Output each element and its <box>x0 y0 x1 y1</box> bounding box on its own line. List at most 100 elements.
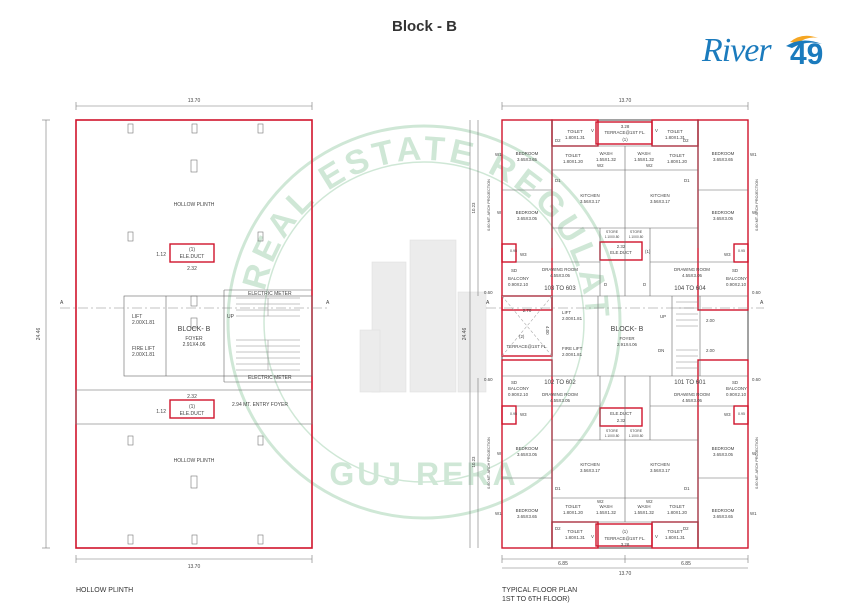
balcony-tr-size: 0.90X2.10 <box>726 282 747 287</box>
kitchen-bl-size: 3.56X3.17 <box>580 468 601 473</box>
recess-tl: 0.95 <box>510 249 517 253</box>
duct-top-lbl: ELE.DUCT <box>610 250 632 255</box>
sd-tag-2: SD <box>732 268 738 273</box>
toilet2-tl-size: 1.80X1.20 <box>563 159 584 164</box>
sd-tag-1: SD <box>511 268 517 273</box>
flat-tr-label: 104 TO 604 <box>674 286 706 292</box>
wash-br: WASH <box>637 504 650 509</box>
kitchen-bl: KITCHEN <box>580 462 599 467</box>
door-tag-3: D1 <box>555 178 561 183</box>
toilet2-br-size: 1.80X1.20 <box>667 510 688 515</box>
bedroom-tr2-size: 3.65X3.05 <box>713 216 734 221</box>
block-label-left: BLOCK- B <box>178 326 211 333</box>
up-label-right: UP <box>660 314 666 319</box>
kitchen-tr: KITCHEN <box>650 193 669 198</box>
balcony-br-size: 0.90X2.10 <box>726 392 747 397</box>
bedroom-tr2: BEDROOM <box>712 210 735 215</box>
window-tag-16: W2 <box>646 499 653 504</box>
toilet2-bl: TOILET <box>565 504 581 509</box>
electric-meter-bot: ELECTRIC METER <box>248 375 292 381</box>
flat-tl-label: 103 TO 603 <box>544 286 576 292</box>
door-tag-2: D2 <box>683 138 689 143</box>
kitchen-tl-size: 3.56X3.17 <box>580 199 601 204</box>
balcony-tl-size: 0.90X2.10 <box>508 282 529 287</box>
terrace-bot-width: 3.28 <box>621 542 630 547</box>
vent-tag-4: V <box>655 534 658 539</box>
flat-br-label: 101 TO 601 <box>674 380 706 386</box>
side-proj-bl: 0.60 <box>484 377 493 382</box>
recess-br: 0.95 <box>738 412 745 416</box>
terrace-bot-num: (1) <box>622 529 628 534</box>
side-proj-tr: 0.60 <box>752 290 761 295</box>
drawing-bl: DRAWING ROOM <box>542 392 578 397</box>
recess-tr: 0.95 <box>738 249 745 253</box>
drawing-br: DRAWING ROOM <box>674 392 710 397</box>
store-tr: STORE <box>630 230 643 234</box>
window-tag-1: W1 <box>495 152 502 157</box>
terrace-mid-w: 2.70 <box>523 308 532 313</box>
door-tag-8: D1 <box>684 486 690 491</box>
store-bl: STORE <box>606 429 619 433</box>
sd-tag-4: SD <box>732 380 738 385</box>
arch-projection-left-top: 0.60 MT. ARCH PROJECTION <box>487 179 491 231</box>
duct-bot-lbl: ELE.DUCT <box>610 411 632 416</box>
typical-floor-labels: 13.70 6.85 6.85 13.70 24.46 10.23 10.23 … <box>462 98 764 577</box>
store-br: STORE <box>630 429 643 433</box>
door-tag-6: D <box>643 282 646 287</box>
lift-right-size: 2.00X1.81 <box>562 316 583 321</box>
hollow-top-label: HOLLOW PLINTH <box>174 202 215 208</box>
duct-bot-width: 2.32 <box>187 394 197 400</box>
window-tag-2: W1 <box>750 152 757 157</box>
left-section-a-right: A <box>326 300 330 306</box>
left-section-a-left: A <box>60 300 64 306</box>
foyer-size-left: 2.91X4.06 <box>183 342 206 348</box>
lift-right: LIFT <box>562 310 571 315</box>
store-tr-size: 1.10X0.80 <box>629 235 644 239</box>
toilet-br: TOILET <box>667 529 683 534</box>
bedroom-bl1: BEDROOM <box>516 508 539 513</box>
flat-bl-label: 102 TO 602 <box>544 380 576 386</box>
foyer-size-right: 2.91X4.06 <box>617 342 638 347</box>
foyer-label-left: FOYER <box>185 336 203 342</box>
store-tl-size: 1.10X0.80 <box>605 235 620 239</box>
caption-typical-floor-line1: TYPICAL FLOOR PLAN <box>502 587 578 594</box>
stair-dim-1: 2.00 <box>706 318 715 323</box>
block-label-right: BLOCK- B <box>611 326 644 333</box>
right-dim-half-right: 6.85 <box>681 561 691 567</box>
hollow-plinth-plan <box>42 102 330 563</box>
bedroom-br2: BEDROOM <box>712 446 735 451</box>
window-tag-8: W2 <box>646 163 653 168</box>
duct-bot-height: 1.12 <box>156 409 166 415</box>
bedroom-bl1-size: 3.65X3.65 <box>517 514 538 519</box>
window-tag-7: W2 <box>597 163 604 168</box>
foyer-label-right: FOYER <box>619 336 634 341</box>
window-tag-9: W3 <box>520 412 527 417</box>
watermark-text-bottom: GUJ RERA <box>329 456 518 492</box>
terrace-top-label: TERRACE@1ST FL. <box>605 130 646 135</box>
wash-tl: WASH <box>599 151 612 156</box>
duct-bot-num: (1) <box>189 404 195 410</box>
page-title: Block - B <box>391 18 457 35</box>
electric-meter-top: ELECTRIC METER <box>248 291 292 297</box>
kitchen-br-size: 3.56X3.17 <box>650 468 671 473</box>
lift-label: LIFT <box>132 314 142 320</box>
kitchen-tl: KITCHEN <box>580 193 599 198</box>
right-dim-height: 24.46 <box>462 328 468 341</box>
typical-floor-plan <box>469 102 764 569</box>
window-tag-14: W1 <box>750 511 757 516</box>
toilet-tl-size: 1.80X1.31 <box>565 135 586 140</box>
arch-projection-right-top: 0.60 MT. ARCH PROJECTION <box>755 179 759 231</box>
right-section-a-left: A <box>486 300 490 306</box>
vent-tag-3: V <box>591 534 594 539</box>
toilet-tr: TOILET <box>667 129 683 134</box>
balcony-tl: BALCONY <box>508 276 529 281</box>
balcony-tr: BALCONY <box>726 276 747 281</box>
right-dim-width-top: 13.70 <box>619 98 632 104</box>
bedroom-tl1: BEDROOM <box>516 151 539 156</box>
fire-lift-size: 2.00X1.81 <box>132 352 155 358</box>
door-tag-7: D1 <box>555 486 561 491</box>
bedroom-bl2: BEDROOM <box>516 446 539 451</box>
bedroom-br2-size: 3.65X3.05 <box>713 452 734 457</box>
stair-dim-2: 2.00 <box>706 348 715 353</box>
